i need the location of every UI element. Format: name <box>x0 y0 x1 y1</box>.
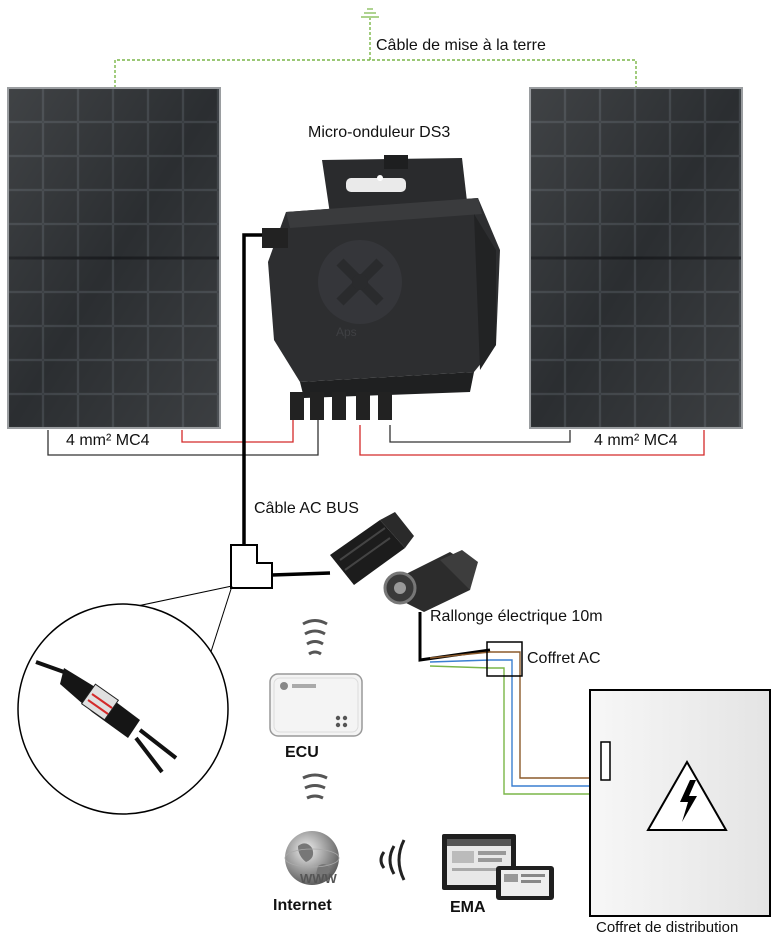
ema-label: EMA <box>450 899 486 916</box>
ground-cable <box>114 18 637 88</box>
high-voltage-icon <box>680 780 697 822</box>
ac-bus-end-connector <box>330 512 414 585</box>
extension-plug <box>383 550 478 612</box>
ac-wires <box>429 651 590 795</box>
ground-cable-label: Câble de mise à la terre <box>376 37 546 54</box>
zoom-connector-detail <box>17 603 229 815</box>
ac-bus-label: Câble AC BUS <box>254 500 359 517</box>
distribution-box-label: Coffret de distribution <box>596 919 739 936</box>
ac-box-label: Coffret AC <box>527 650 601 667</box>
ac-bus-cable <box>242 233 331 577</box>
extension-cable <box>418 612 491 662</box>
svg-text:Aps: Aps <box>336 325 357 339</box>
globe-icon <box>284 831 340 885</box>
ecu-label: ECU <box>285 744 319 761</box>
micro-inverter: Aps <box>262 155 500 420</box>
wireless-signal-icon <box>302 773 328 800</box>
solar-panel-right <box>529 87 743 429</box>
micro-inverter-label: Micro-onduleur DS3 <box>308 124 451 141</box>
wireless-signal-icon <box>302 619 328 656</box>
ac-box <box>486 641 523 677</box>
ema-tablet <box>496 866 554 900</box>
extension-cable-label: Rallonge électrique 10m <box>430 608 603 625</box>
dc-cable-right-label: 4 mm² MC4 <box>594 432 678 449</box>
solar-panel-left <box>7 87 221 429</box>
dc-cables-right <box>359 425 705 456</box>
wireless-signal-icon <box>379 839 406 881</box>
ground-symbol-icon <box>361 8 379 18</box>
t-connector <box>230 544 273 589</box>
dc-cable-left-label: 4 mm² MC4 <box>66 432 150 449</box>
ecu-device <box>269 673 363 737</box>
globe-www-text: WWW <box>300 871 338 886</box>
internet-label: Internet <box>273 897 332 914</box>
distribution-cabinet <box>589 689 771 917</box>
dc-cables-left <box>47 420 319 456</box>
